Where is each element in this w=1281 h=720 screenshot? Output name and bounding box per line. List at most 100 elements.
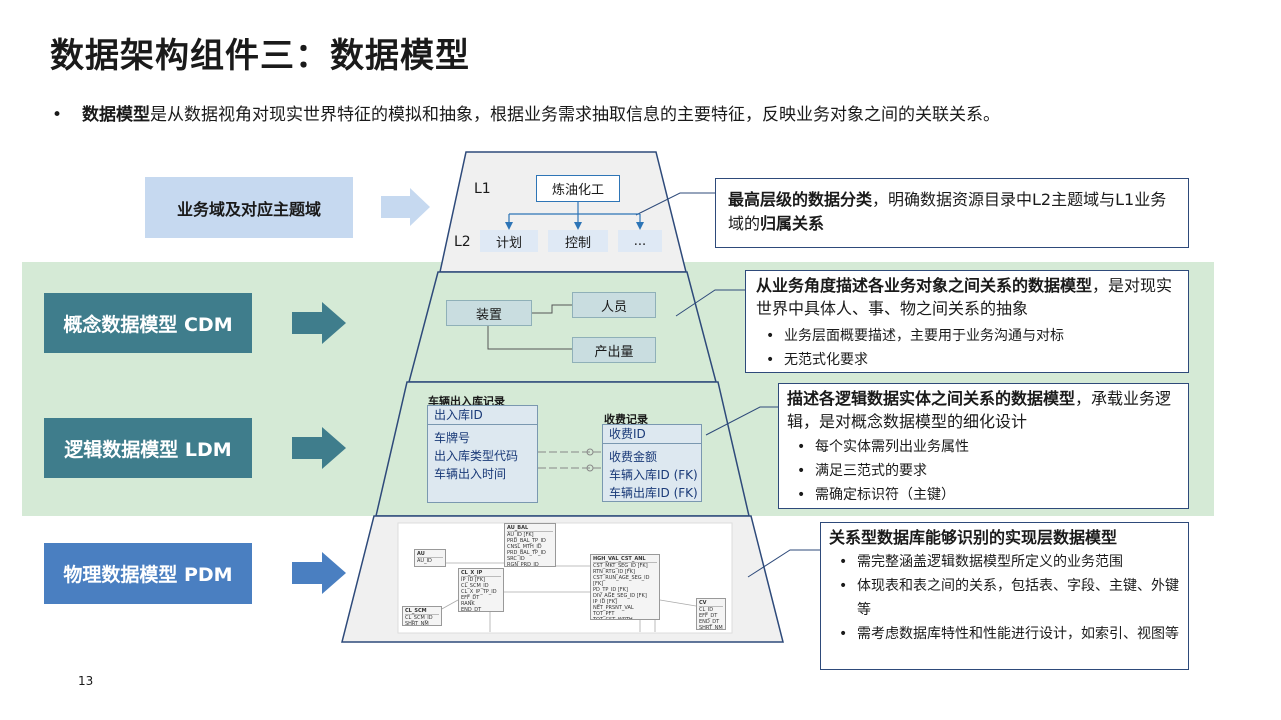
tree-child-node: ... [618, 230, 662, 252]
pdm-table-column: IP_ID [FK] [593, 599, 617, 605]
ldm-entity-attr: 车牌号 [434, 431, 471, 445]
pdm-table-column: CNSL_MTH_ID [507, 544, 542, 550]
pdm-table-column: SHRT_NM [405, 621, 429, 626]
ldm-entity-attr: 车辆出库ID (FK) [609, 486, 698, 500]
arrow-cdm [292, 302, 346, 344]
arrow-pdm [292, 552, 346, 594]
pdm-table-column: CL_SCM_ID [405, 615, 433, 621]
cdm-node: 产出量 [572, 337, 656, 363]
label-ldm: 逻辑数据模型 LDM [44, 418, 252, 478]
ldm-entity-attr: 车辆出入时间 [434, 467, 507, 481]
desc-bullet: 无范式化要求 [756, 348, 1178, 372]
pdm-table-column: SHRT_NM [699, 625, 723, 630]
desc-bullet: 体现表和表之间的关系，包括表、字段、主键、外键等 [829, 574, 1180, 622]
tree-child-node: 控制 [548, 230, 608, 252]
pyramid-layer-cdm [408, 271, 717, 383]
ldm-entity-box: 出入库ID 车牌号 出入库类型代码 车辆出入时间 [427, 405, 538, 503]
pdm-table-name: CL_X_IP [461, 570, 501, 577]
ldm-entity-title: 收费记录 [604, 413, 648, 426]
cdm-node: 装置 [446, 300, 532, 326]
pdm-table-column: RTN_RTG_ID [FK] [593, 569, 635, 575]
pdm-table-name: AU_BAL [507, 525, 553, 532]
arrow-top [381, 188, 430, 226]
pdm-table-name: HGH_VAL_CST_ANL [593, 556, 657, 563]
pdm-table-name: CL_SCM [405, 608, 439, 615]
pdm-table-name: AU [417, 551, 443, 558]
pdm-table-column: SRC_ID [507, 556, 525, 562]
pdm-table-column: END_DT [699, 619, 720, 625]
desc-bullet: 需确定标识符（主键） [787, 483, 1180, 507]
ldm-entity-attr: 收费金额 [609, 450, 658, 464]
page-title: 数据架构组件三：数据模型 [50, 36, 470, 76]
desc-ldm: 描述各逻辑数据实体之间关系的数据模型，承载业务逻辑，是对概念数据模型的细化设计 … [778, 383, 1189, 509]
desc-bullet: 每个实体需列出业务属性 [787, 435, 1180, 459]
desc-text: ，是对现实世界中具体人、事、物之间关系的抽象 [756, 276, 1173, 318]
ldm-entity-pk: 出入库ID [428, 406, 537, 425]
cdm-node: 人员 [572, 292, 656, 318]
tree-arrow-1 [505, 222, 513, 230]
pdm-table-column: PRD_BAL_TP_ID [507, 550, 546, 556]
desc-bold: 归属关系 [760, 214, 825, 233]
pdm-table-column: TOT_PFT [593, 611, 615, 617]
label-cdm: 概念数据模型 CDM [44, 293, 252, 353]
page-number: 13 [78, 674, 94, 688]
intro-line: • 数据模型是从数据视角对现实世界特征的模拟和抽象，根据业务需求抽取信息的主要特征… [52, 100, 1000, 125]
desc-bold: 从业务角度描述各业务对象之间关系的数据模型 [756, 276, 1093, 295]
connector-pdm [747, 549, 820, 578]
level-l1-tag: L1 [474, 181, 491, 197]
desc-bold: 关系型数据库能够识别的实现层数据模型 [829, 528, 1118, 547]
pdm-table-column: AU_ID [417, 558, 432, 564]
desc-bullet: 业务层面概要描述，主要用于业务沟通与对标 [756, 324, 1178, 348]
pdm-table-column: IP_ID [FK] [461, 577, 485, 583]
level-l2-tag: L2 [454, 234, 471, 250]
desc-text: ，承载业务逻辑，是对概念数据模型的细化设计 [787, 389, 1172, 431]
pdm-table-column: EFF_DT [461, 595, 480, 601]
ldm-entity-title: 车辆出入库记录 [428, 395, 505, 408]
pdm-table-column: AU_ID [FK] [507, 532, 534, 538]
pdm-table-column: RANK [461, 601, 475, 607]
desc-cdm: 从业务角度描述各业务对象之间关系的数据模型，是对现实世界中具体人、事、物之间关系… [745, 270, 1189, 373]
pdm-table-column: EFF_DT [699, 613, 718, 619]
desc-bold: 描述各逻辑数据实体之间关系的数据模型 [787, 389, 1076, 408]
pdm-table-column: CST_MKT_SEG_ID [FK] [593, 563, 648, 569]
pdm-diagram-panel [397, 522, 733, 634]
connector-cdm [675, 289, 745, 317]
intro-text: 是从数据视角对现实世界特征的模拟和抽象，根据业务需求抽取信息的主要特征，反映业务… [150, 105, 1000, 125]
desc-bullet: 需考虑数据库特性和性能进行设计，如索引、视图等 [829, 622, 1180, 646]
pdm-table-column: CL_SCM_ID [461, 583, 489, 589]
ldm-entity-box: 收费ID 收费金额 车辆入库ID (FK) 车辆出库ID (FK) [602, 424, 702, 502]
desc-pdm: 关系型数据库能够识别的实现层数据模型 需完整涵盖逻辑数据模型所定义的业务范围 体… [820, 522, 1189, 670]
pdm-table-name: CV [699, 600, 723, 607]
pdm-table-column: TOT_CST_WRTH [593, 617, 633, 620]
arrow-ldm [292, 427, 346, 469]
tree-child-node: 计划 [480, 230, 538, 252]
pdm-table-column: RGN_PRD_ID [507, 562, 539, 567]
tree-root-node: 炼油化工 [536, 175, 620, 202]
pdm-table-column: PRD_BAL_TP_ID [507, 538, 546, 544]
pdm-table-column: CL_ID [699, 607, 714, 613]
ldm-entity-attr: 车辆入库ID (FK) [609, 468, 698, 482]
pdm-table-column: END_DT [461, 607, 482, 612]
pyramid-layer-top [439, 151, 687, 273]
ldm-entity-pk: 收费ID [603, 425, 701, 444]
intro-bullet: • [52, 105, 63, 125]
label-business-domain: 业务域及对应主题域 [145, 177, 353, 238]
pdm-table-column: PD_TP_ID [FK] [593, 587, 628, 593]
label-pdm: 物理数据模型 PDM [44, 543, 252, 604]
desc-bold: 最高层级的数据分类 [728, 190, 873, 209]
pdm-table-column: DIV_AGE_SEG_ID [FK] [593, 593, 647, 599]
pdm-table-column: CL_X_IP_TP_ID [461, 589, 497, 595]
tree-arrow-2 [574, 222, 582, 230]
connector-ldm [705, 406, 778, 436]
connector-top [635, 192, 715, 216]
desc-business-domain: 最高层级的数据分类，明确数据资源目录中L2主题域与L1业务域的归属关系 [715, 178, 1189, 248]
desc-bullet: 需完整涵盖逻辑数据模型所定义的业务范围 [829, 550, 1180, 574]
intro-term: 数据模型 [82, 105, 150, 125]
desc-bullet: 满足三范式的要求 [787, 459, 1180, 483]
